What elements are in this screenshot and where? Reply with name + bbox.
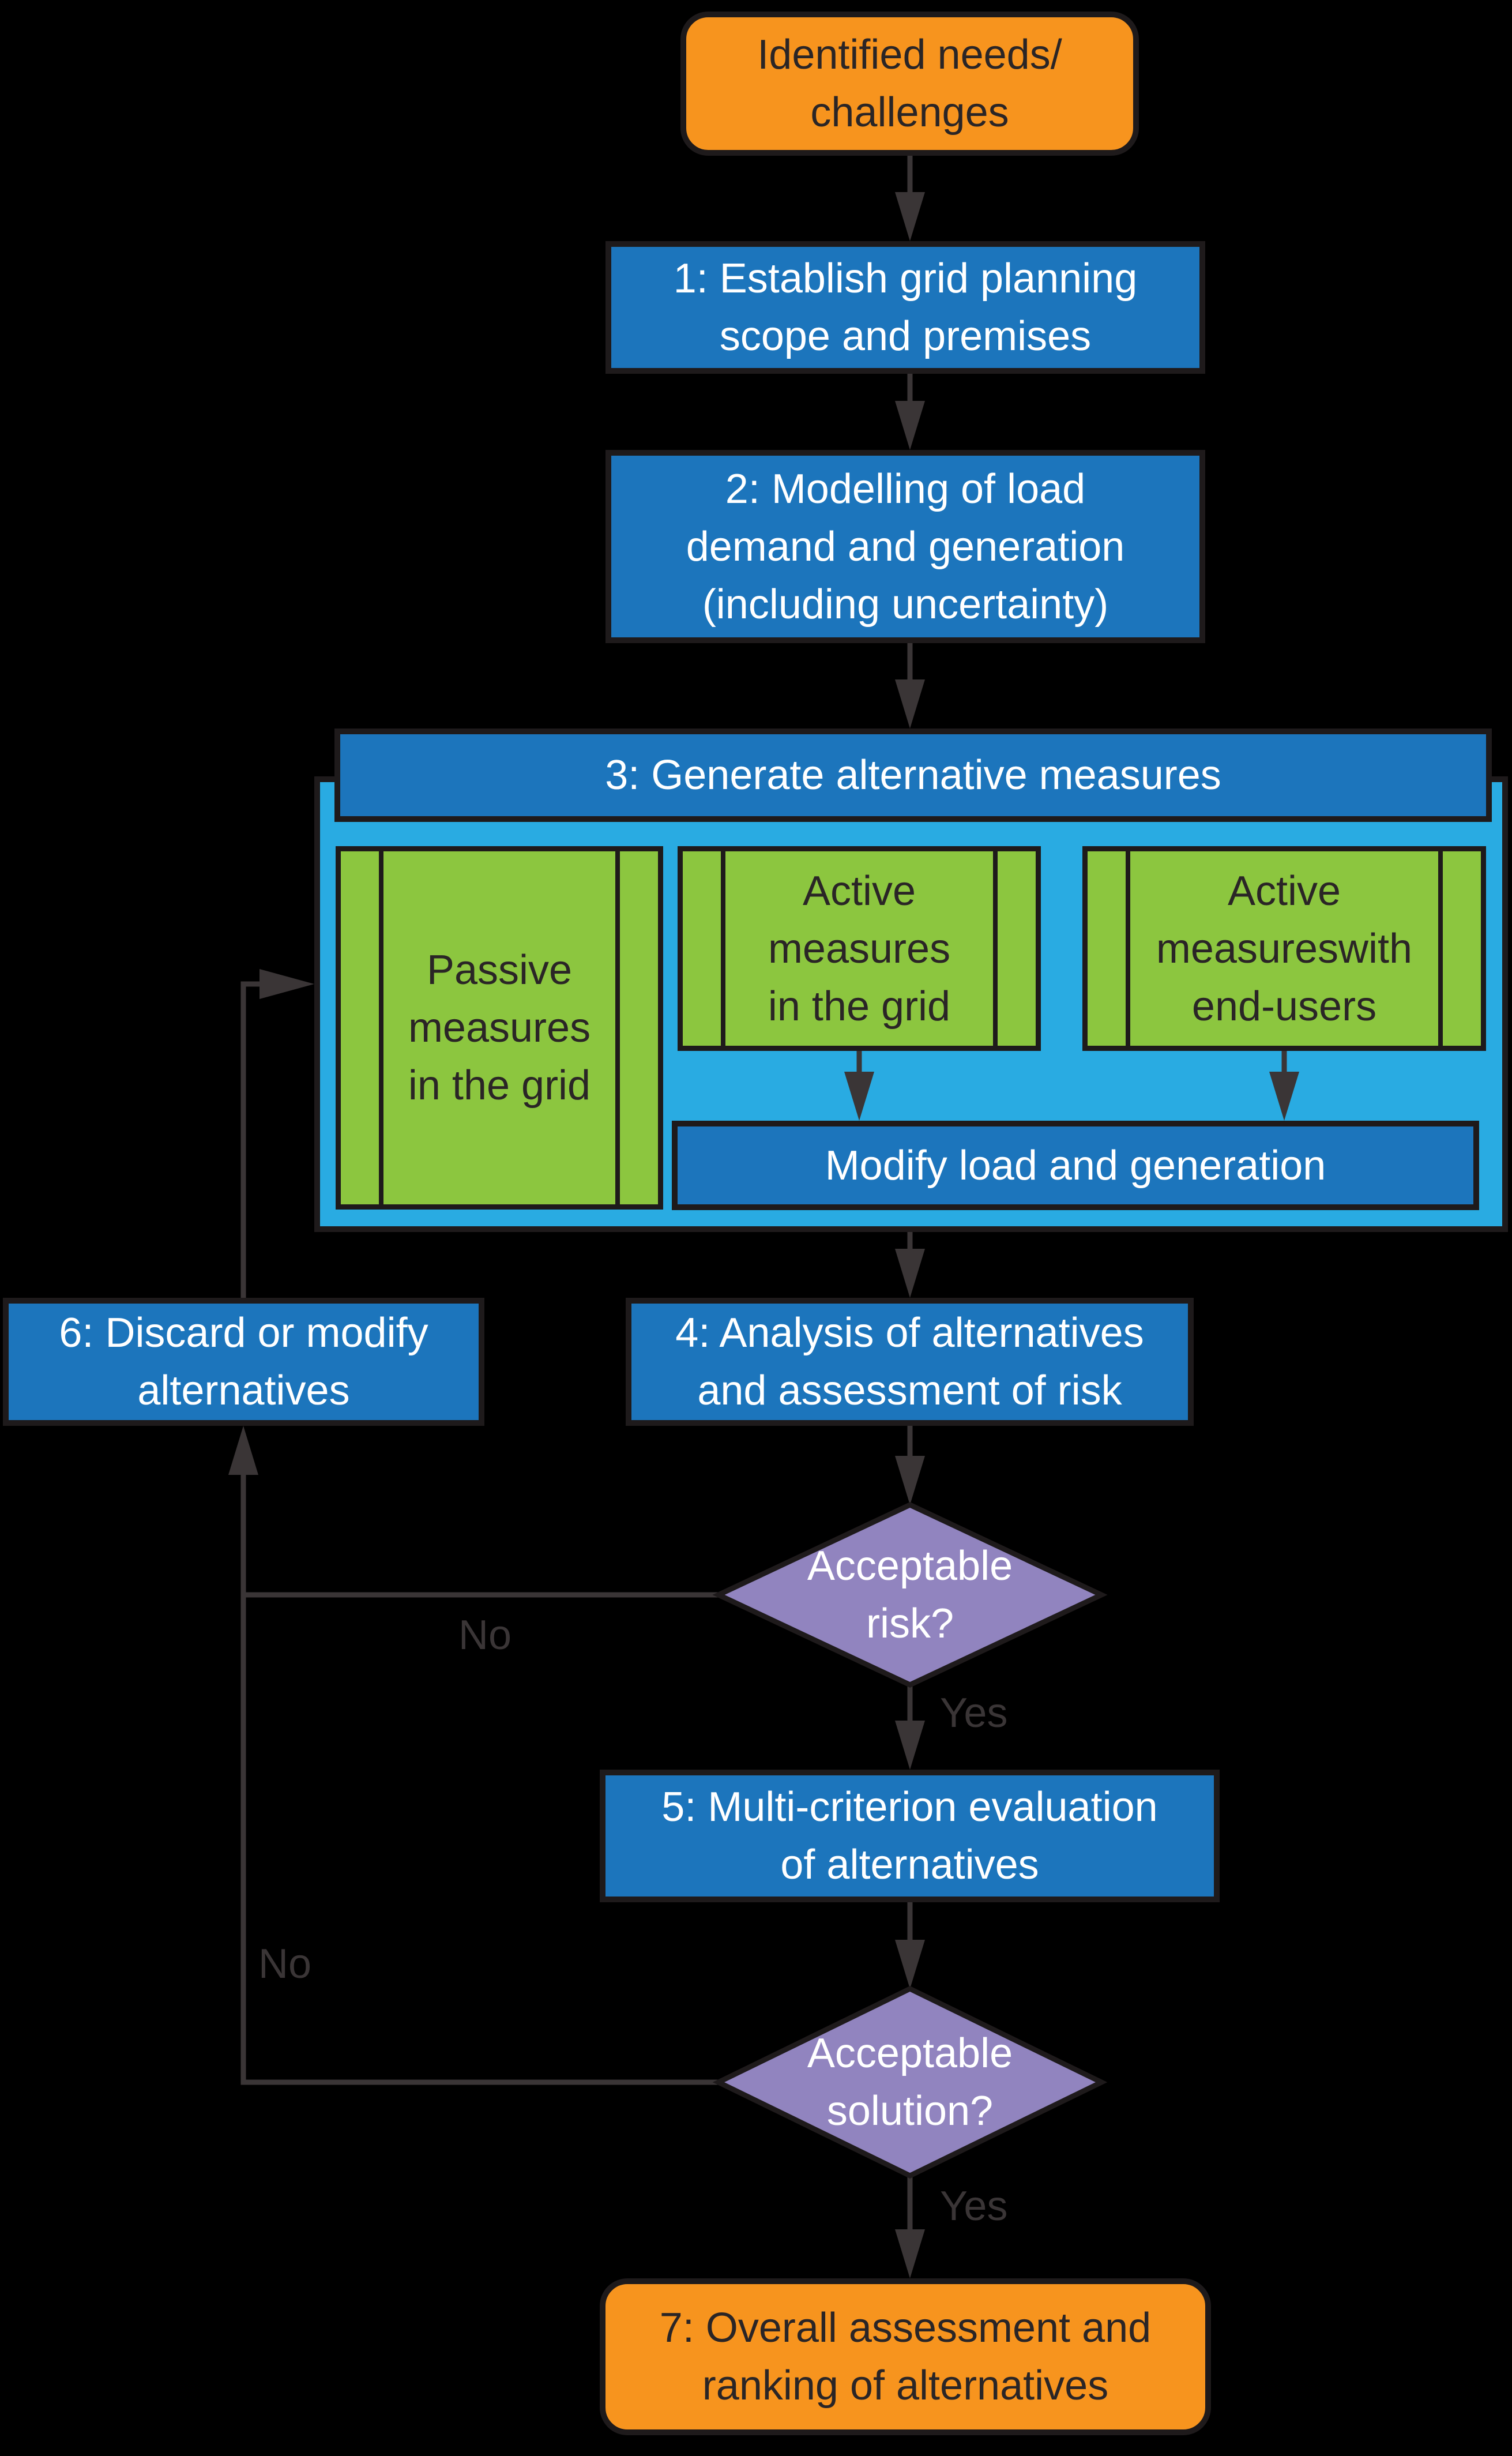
risk-no-label: No [458, 1612, 512, 1658]
arrowhead-active-grid-to-modify [844, 1072, 874, 1121]
step5-line2: of alternatives [780, 1842, 1039, 1888]
active-measures-grid-node: Active measures in the grid [678, 846, 1041, 1051]
arrowhead-solution-yes-to-step7 [895, 2229, 925, 2278]
no-return-line-solution [240, 1475, 719, 2085]
step2-line1: 2: Modelling of load [725, 465, 1086, 512]
solution-no-label: No [258, 1941, 312, 1987]
arrowhead-risk-yes-to-step5 [895, 1721, 925, 1770]
passive-measures-node: Passive measures in the grid [336, 846, 663, 1210]
arrowhead-step4-to-risk-decision [895, 1456, 925, 1505]
step6-line1: 6: Discard or modify [59, 1310, 428, 1356]
solution-yes-label: Yes [940, 2183, 1008, 2229]
risk-decision-line2: risk? [866, 1601, 954, 1647]
step7-line2: ranking of alternatives [702, 2363, 1109, 2409]
step4-line2: and assessment of risk [697, 1368, 1122, 1414]
step4-line1: 4: Analysis of alternatives [675, 1310, 1144, 1356]
arrowhead-step2-to-step3 [895, 679, 925, 728]
passive-measures-line1: Passive [426, 947, 573, 993]
step2-line2: demand and generation [686, 523, 1125, 570]
risk-decision-line1: Acceptable [807, 1543, 1013, 1589]
arrowhead-start-to-step1 [895, 192, 925, 241]
step3-label: 3: Generate alternative measures [605, 752, 1221, 798]
solution-decision-node: Acceptable solution? [719, 1989, 1101, 2176]
arrowhead-no-return-to-step6 [228, 1426, 258, 1475]
step5-line1: 5: Multi-criterion evaluation [661, 1784, 1158, 1830]
step6-line2: alternatives [137, 1368, 350, 1414]
step1-node: 1: Establish grid planning scope and pre… [605, 241, 1205, 374]
solution-decision-line1: Acceptable [807, 2030, 1013, 2076]
modify-load-node: Modify load and generation [672, 1121, 1479, 1210]
step6-node: 6: Discard or modify alternatives [3, 1298, 484, 1426]
step7-line1: 7: Overall assessment and [659, 2305, 1152, 2351]
arrowhead-step5-to-solution-decision [895, 1940, 925, 1989]
start-node: Identified needs/ challenges [680, 12, 1139, 156]
risk-decision-node: Acceptable risk? [719, 1505, 1101, 1685]
step7-node: 7: Overall assessment and ranking of alt… [600, 2278, 1211, 2435]
risk-decision-shape [712, 1502, 1108, 1688]
step2-line3: (including uncertainty) [702, 581, 1109, 628]
passive-measures-line2: measures [408, 1005, 591, 1051]
step4-node: 4: Analysis of alternatives and assessme… [626, 1298, 1194, 1426]
risk-yes-label: Yes [940, 1690, 1008, 1736]
arrowhead-active-users-to-modify [1269, 1072, 1299, 1121]
arrowhead-feedback-to-container [259, 969, 314, 999]
active-users-line3: end-users [1191, 983, 1377, 1030]
feedback-line-step6-to-container [240, 981, 259, 1298]
start-line2: challenges [810, 89, 1009, 136]
step2-node: 2: Modelling of load demand and generati… [605, 450, 1205, 643]
solution-decision-shape [712, 1985, 1108, 2179]
active-grid-line1: Active [802, 868, 916, 914]
active-users-line1: Active [1227, 868, 1341, 914]
step5-node: 5: Multi-criterion evaluation of alterna… [600, 1770, 1220, 1902]
modify-load-label: Modify load and generation [825, 1142, 1326, 1189]
passive-measures-line3: in the grid [408, 1062, 591, 1109]
start-line1: Identified needs/ [757, 32, 1062, 78]
step3-node: 3: Generate alternative measures [334, 728, 1492, 822]
active-measures-users-node: Active measureswith end-users [1082, 846, 1486, 1051]
active-grid-line2: measures [768, 925, 951, 972]
active-grid-line3: in the grid [768, 983, 951, 1030]
active-users-line2: measureswith [1156, 925, 1413, 972]
arrowhead-step1-to-step2 [895, 401, 925, 450]
arrowhead-container-to-step4 [895, 1249, 925, 1298]
step1-line2: scope and premises [719, 313, 1092, 359]
step1-line1: 1: Establish grid planning [673, 256, 1138, 302]
solution-decision-line2: solution? [826, 2088, 994, 2134]
